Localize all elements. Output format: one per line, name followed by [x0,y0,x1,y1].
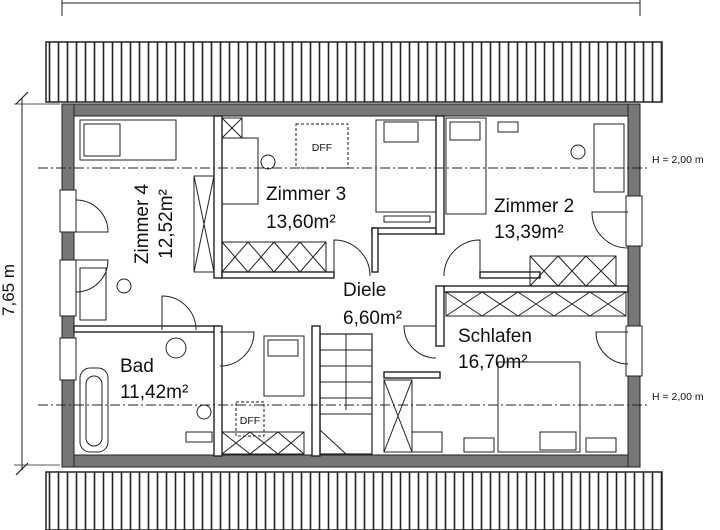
windows [59,189,643,381]
skylight-bottom: DFF [235,401,265,437]
dff-bottom-label: DFF [240,415,260,427]
skylight-top: DFF [295,123,349,169]
room-bad: Bad 11,42m² [120,356,188,403]
interior-walls [73,115,629,457]
zimmer4-name: Zimmer 4 [132,183,153,264]
schlafen-area: 16,70m² [458,352,528,373]
room-zimmer2: Zimmer 2 13,39m² [494,196,574,243]
bad-name: Bad [120,356,154,377]
furniture [79,117,627,455]
diele-name: Diele [343,280,386,301]
height-line-top-label: H = 2,00 m [652,154,704,166]
zimmer2-name: Zimmer 2 [494,196,574,217]
zimmer4-area: 12,52m² [156,189,177,259]
zimmer3-name: Zimmer 3 [266,184,346,205]
height-lines [38,167,648,406]
roof-bottom [45,471,663,530]
zimmer2-area: 13,39m² [494,222,564,243]
zimmer3-area: 13,60m² [266,212,336,233]
room-diele: Diele 6,60m² [343,280,402,329]
bad-area: 11,42m² [120,382,188,403]
roof-top [45,41,663,103]
schlafen-name: Schlafen [458,326,532,347]
depth-dimension-label: 7,65 m [0,264,18,316]
room-zimmer3: Zimmer 3 13,60m² [266,184,346,233]
room-zimmer4: Zimmer 4 12,52m² [132,183,177,264]
doors [75,199,629,367]
diele-area: 6,60m² [343,308,402,329]
dff-top-label: DFF [312,142,332,154]
room-schlafen: Schlafen 16,70m² [458,326,532,373]
depth-dimension: 7,65 m [0,91,60,476]
height-line-bottom-label: H = 2,00 m [652,391,704,403]
